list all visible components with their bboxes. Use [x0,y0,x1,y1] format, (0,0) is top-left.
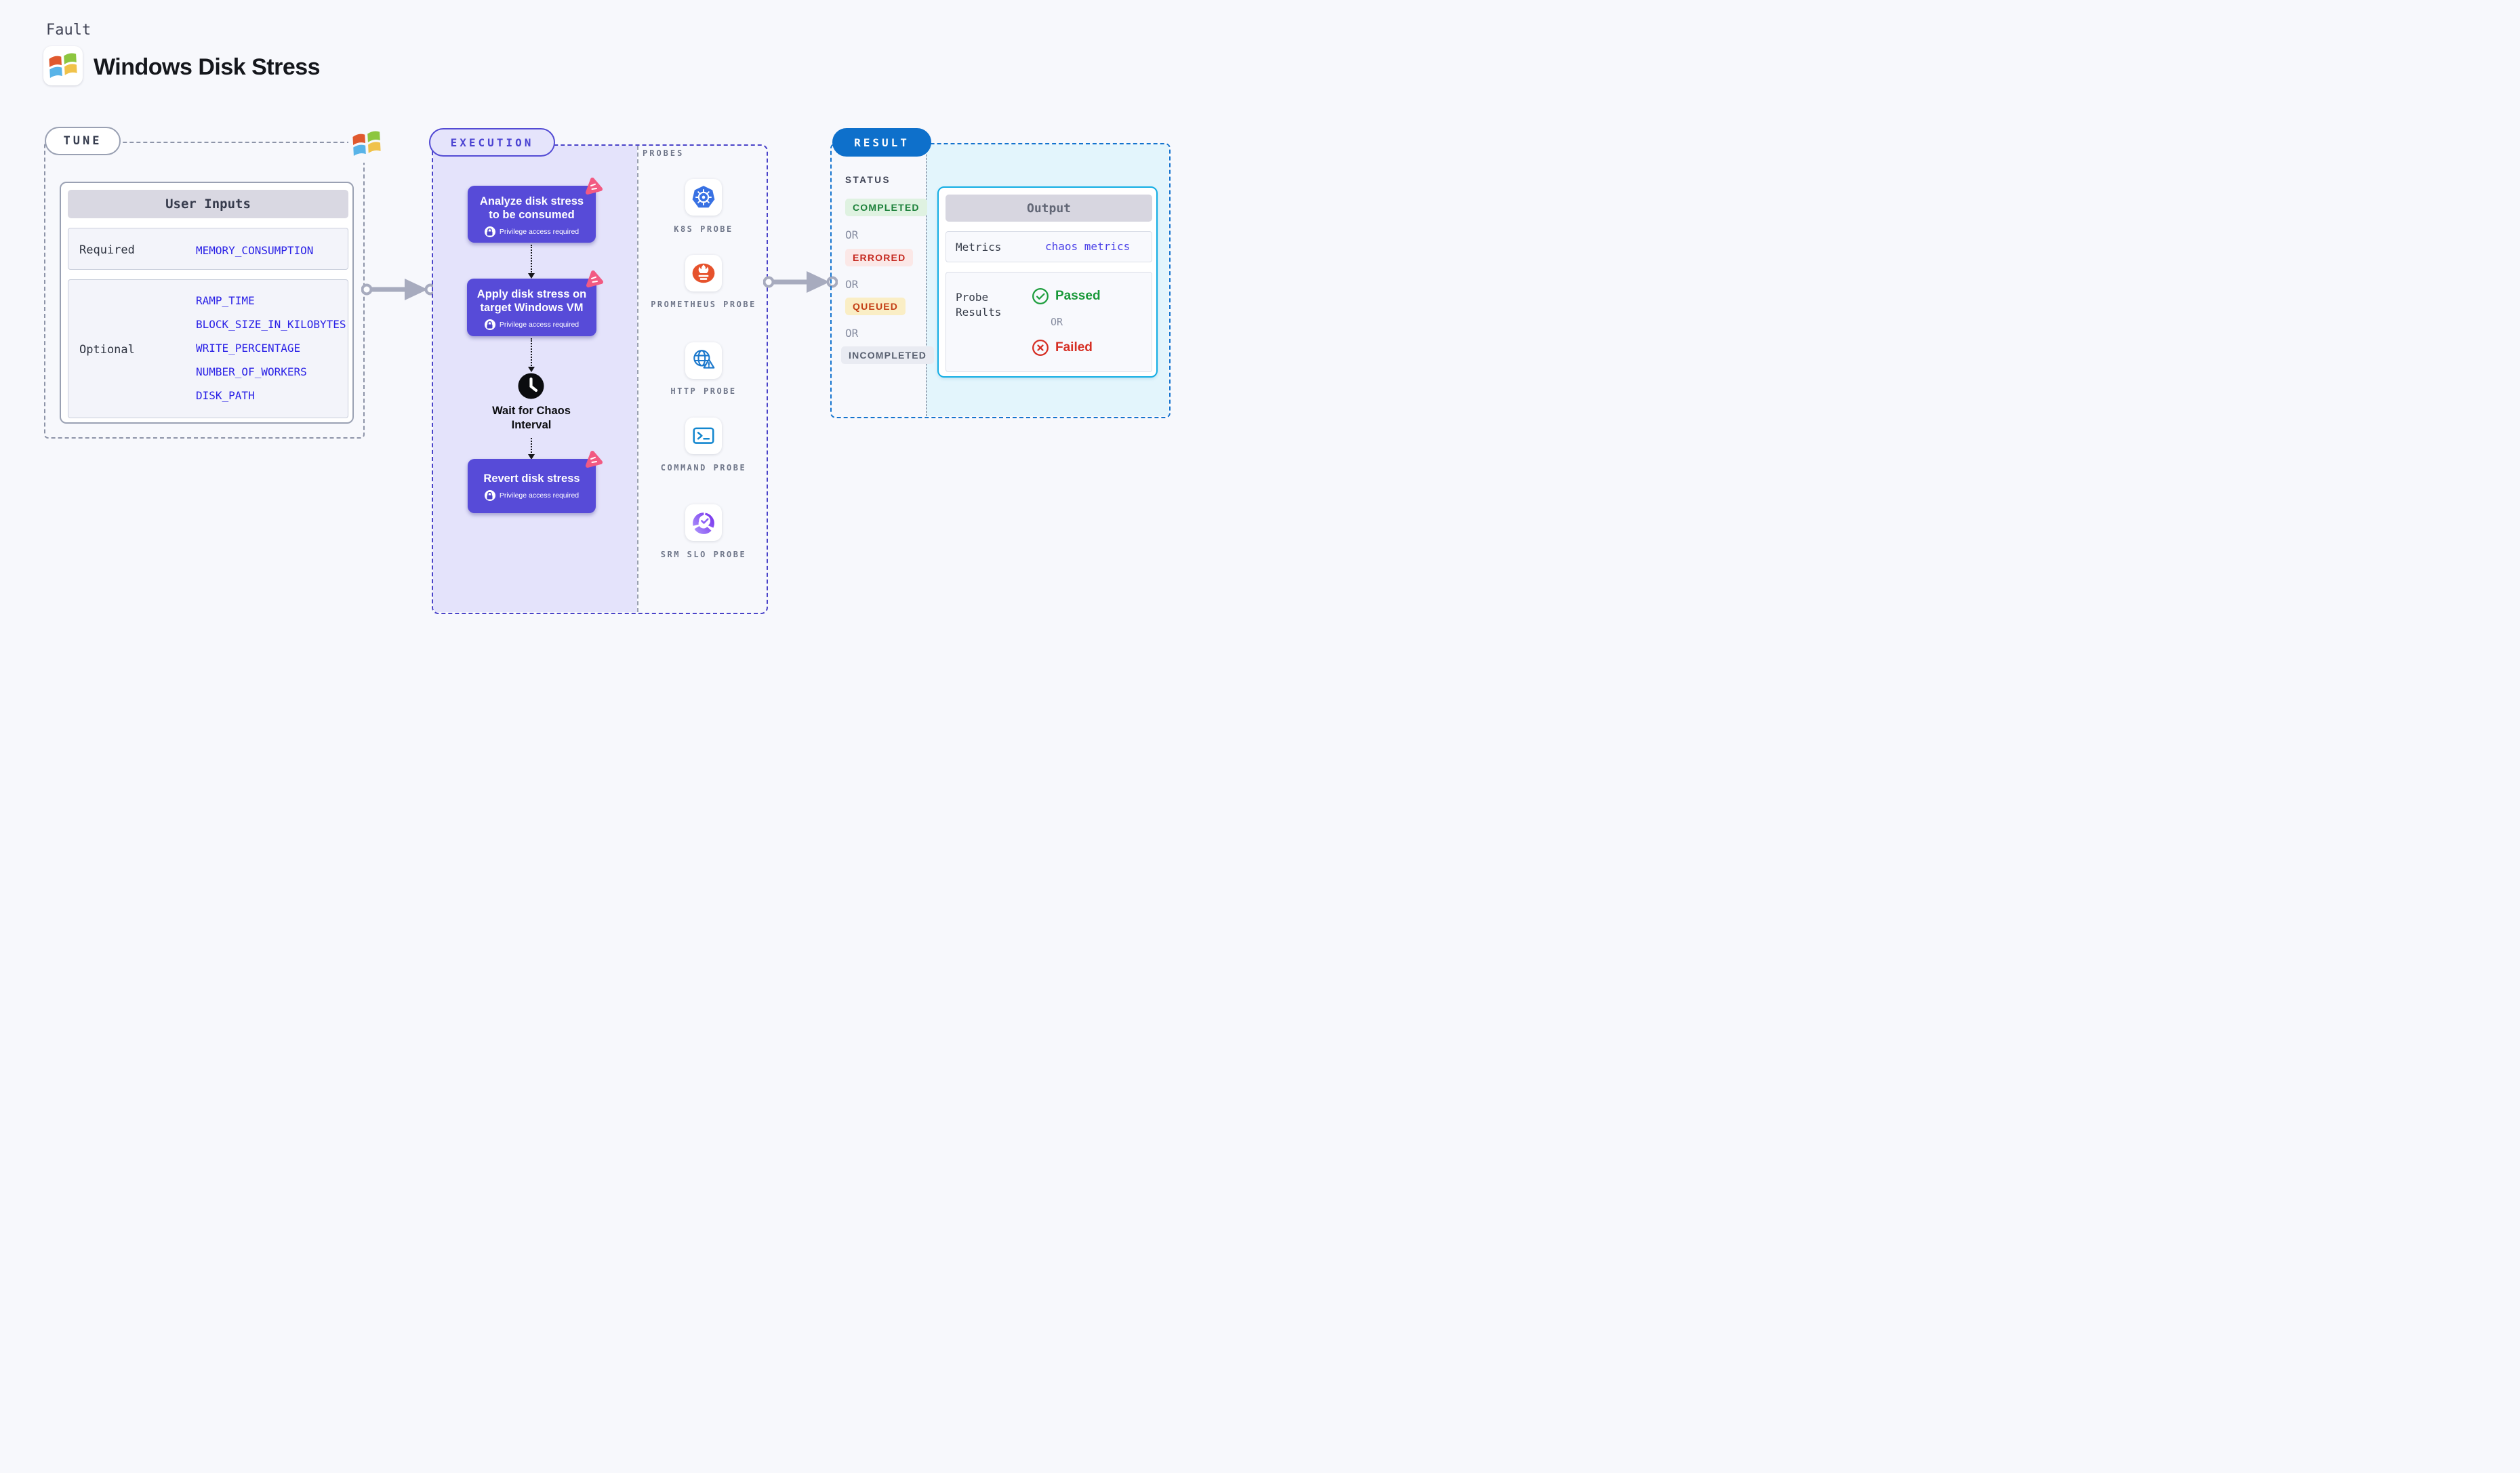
chaos-fault-icon [583,177,603,201]
tune-section-pill: TUNE [45,127,121,155]
failed-result-line: Failed [1032,339,1093,357]
or-separator: OR [845,278,859,291]
metrics-value: chaos metrics [1045,240,1131,253]
metrics-row: Metrics chaos metrics [946,231,1152,262]
probe-label-command: COMMAND PROBE [660,463,747,472]
user-inputs-header: User Inputs [68,190,348,218]
clock-icon [517,372,545,403]
windows-logo-icon [43,46,83,85]
status-badge-incompleted: INCOMPLETED [841,346,935,364]
kubernetes-icon [692,186,715,208]
probe-tile-http [685,342,722,379]
flow-arrow [527,245,535,279]
optional-input-value: WRITE_PERCENTAGE [196,342,301,355]
required-input-value: MEMORY_CONSUMPTION [196,244,314,257]
execution-to-result-arrow-icon [763,271,838,293]
passed-label: Passed [1055,289,1101,303]
required-inputs-row: Required MEMORY_CONSUMPTION [68,228,348,270]
user-inputs-card: User Inputs Required MEMORY_CONSUMPTION … [60,182,354,424]
step-title: Revert disk stress [483,472,580,485]
probe-label-prometheus: PROMETHEUS PROBE [651,300,756,309]
optional-inputs-row: Optional RAMP_TIME BLOCK_SIZE_IN_KILOBYT… [68,279,348,418]
prometheus-icon [692,263,715,283]
optional-row-label: Optional [79,343,135,357]
step-apply-disk-stress: Apply disk stress on target Windows VM P… [467,270,603,336]
or-separator: OR [845,228,859,241]
probe-tile-srm-slo [685,504,722,541]
chaos-fault-icon [583,450,603,474]
fault-diagram-page: Fault Windows Disk Stress TUNE User In [0,0,1260,736]
optional-input-value: BLOCK_SIZE_IN_KILOBYTES [196,318,346,331]
chaos-fault-icon [584,270,604,294]
privilege-badge: Privilege access required [467,319,596,331]
slo-donut-icon [693,512,714,534]
x-circle-icon [1032,340,1049,356]
flow-arrow [527,438,535,460]
terminal-icon [693,427,714,444]
privilege-badge: Privilege access required [468,226,596,238]
step-title: Apply disk stress on target Windows VM [476,288,587,315]
http-globe-icon [693,350,715,369]
probe-results-label: Probe Results [956,291,1002,319]
optional-input-value: NUMBER_OF_WORKERS [196,365,307,378]
or-separator: OR [845,327,859,340]
lock-icon [484,319,495,331]
probes-divider [637,146,638,612]
flow-arrow [527,338,535,372]
privilege-badge-text: Privilege access required [499,228,580,237]
metrics-label: Metrics [956,241,1002,254]
tune-to-execution-arrow-icon [361,279,436,300]
probes-column-title: PROBES [643,148,685,158]
status-badge-completed: COMPLETED [845,199,927,216]
probe-label-http: HTTP PROBE [670,386,737,396]
probe-tile-command [685,418,722,454]
step-title: Analyze disk stress to be consumed [479,195,584,222]
probe-tile-prometheus [685,255,722,291]
or-separator: OR [1051,316,1063,328]
status-badge-errored: ERRORED [845,249,914,266]
probe-label-srm-slo: SRM SLO PROBE [660,550,747,559]
failed-label: Failed [1055,340,1093,355]
status-divider [926,144,927,416]
step-analyze-disk-stress: Analyze disk stress to be consumed Privi… [468,178,603,243]
privilege-badge-text: Privilege access required [499,321,580,329]
optional-input-value: DISK_PATH [196,389,255,402]
output-card-header: Output [946,195,1152,222]
page-title: Windows Disk Stress [94,54,321,80]
probe-results-row: Probe Results Passed OR Failed [946,272,1152,372]
result-section-pill: RESULT [832,128,931,157]
output-card: Output Metrics chaos metrics Probe Resul… [937,186,1158,378]
fault-eyebrow: Fault [46,22,92,39]
privilege-badge-text: Privilege access required [499,491,580,500]
step-revert-disk-stress: Revert disk stress Privilege access requ… [468,451,603,513]
lock-icon [484,490,495,502]
passed-result-line: Passed [1032,287,1101,305]
probe-tile-k8s [685,179,722,216]
windows-logo-icon [49,53,77,79]
lock-icon [484,226,495,238]
required-row-label: Required [79,243,135,257]
privilege-badge: Privilege access required [468,490,596,502]
check-circle-icon [1032,288,1049,304]
optional-input-value: RAMP_TIME [196,294,255,307]
execution-section-label: EXECUTION [450,136,534,149]
wait-for-chaos-interval-label: Wait for Chaos Interval [492,405,571,431]
probe-label-k8s: K8S PROBE [674,224,733,234]
result-section-label: RESULT [854,136,910,149]
status-badge-queued: QUEUED [845,298,906,315]
tune-section-label: TUNE [63,134,102,148]
windows-logo-icon [348,125,385,163]
execution-section-pill: EXECUTION [429,128,555,157]
status-column-title: STATUS [845,175,891,185]
